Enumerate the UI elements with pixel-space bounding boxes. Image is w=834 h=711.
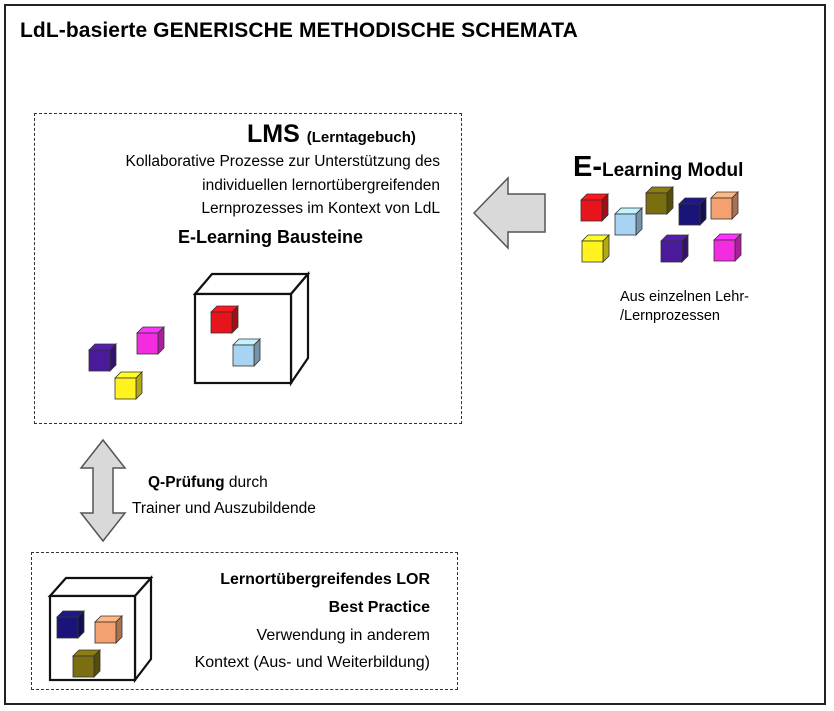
pruefung-bold: Q-Prüfung [148,474,225,491]
diagram-frame [4,4,826,705]
lms-description-line-3: Lernprozesses im Kontext von LdL [201,200,440,217]
lms-heading: LMS (Lerntagebuch) [247,120,416,149]
lms-box [34,113,462,424]
lms-description-line-1: Kollaborative Prozesse zur Unterstützung… [125,153,440,170]
lms-heading-text: LMS [247,120,300,148]
pruefung-line-2: Trainer und Auszubildende [132,500,316,517]
navy-cube-icon [678,197,707,226]
navy-cube-icon [56,610,85,639]
magenta-cube-icon [713,233,742,262]
arrow-left-icon [472,176,546,250]
salmon-cube-icon [710,191,739,220]
container-cube-icon [192,271,311,387]
elearning-modul-heading: E-Learning Modul [573,151,743,184]
magenta-cube-icon [136,326,165,355]
red-cube-icon [210,305,239,334]
lor-line-3: Verwendung in anderem [256,627,430,644]
red-cube-icon [580,193,609,222]
light-blue-cube-icon [232,338,261,367]
olive-cube-icon [72,649,101,678]
lms-description-line-2: individuellen lernortübergreifenden [202,177,440,194]
diagram-title: LdL-basierte GENERISCHE METHODISCHE SCHE… [20,19,578,42]
light-blue-cube-icon [614,207,643,236]
caption-line-1: Aus einzelnen Lehr- [620,289,749,305]
purple-cube-icon [88,343,117,372]
salmon-cube-icon [94,615,123,644]
elearning-modul-caption: Aus einzelnen Lehr- /Lernprozessen [620,288,749,326]
lor-line-4: Kontext (Aus- und Weiterbildung) [194,654,430,671]
double-arrow-icon [79,438,127,543]
lor-line-2: Best Practice [328,599,430,616]
olive-cube-icon [645,186,674,215]
lor-line-1: Lernortübergreifendes LOR [220,571,430,588]
lor-box [31,552,458,690]
pruefung-rest: durch [224,474,268,491]
elearning-modul-prefix: E- [573,151,602,183]
yellow-cube-icon [581,234,610,263]
elearning-modul-rest: Learning Modul [602,160,744,181]
caption-line-2: /Lernprozessen [620,308,720,324]
yellow-cube-icon [114,371,143,400]
lms-heading-note: (Lerntagebuch) [306,129,416,146]
bausteine-label: E-Learning Bausteine [178,227,364,247]
purple-cube-icon [660,234,689,263]
pruefung-label: Q-Prüfung durch Trainer und Auszubildend… [132,470,316,522]
